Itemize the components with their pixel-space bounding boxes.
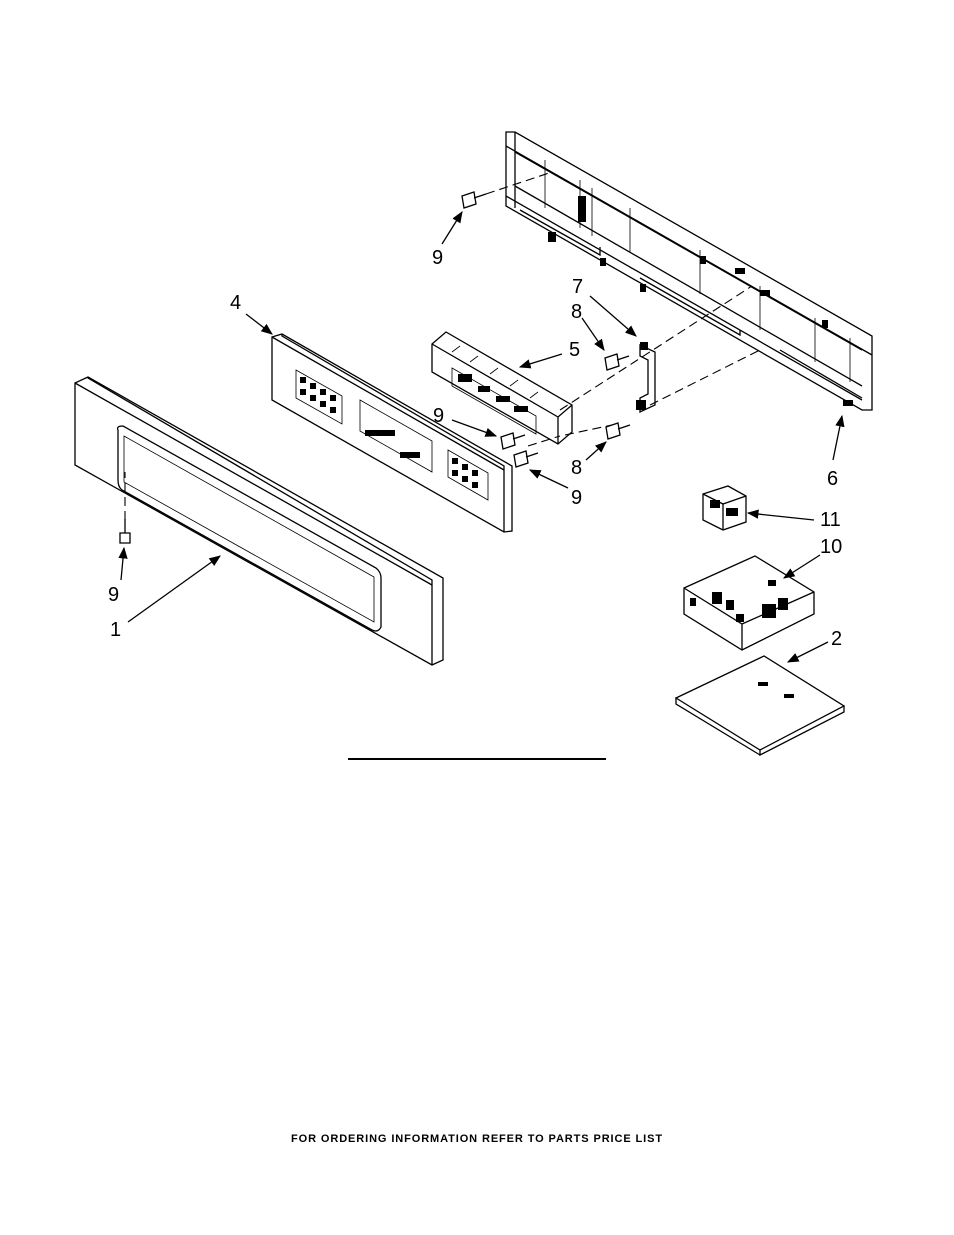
alignment-lines — [124, 171, 761, 520]
screw-8-low — [605, 422, 631, 440]
screw-9-top — [461, 191, 487, 209]
callout-5: 5 — [569, 339, 580, 361]
part-2-cover-plate — [674, 655, 846, 757]
callout-9-left: 9 — [108, 584, 119, 606]
callout-9-mid: 9 — [433, 405, 444, 427]
callout-4: 4 — [230, 292, 241, 314]
screw-9-left — [119, 519, 131, 544]
callout-1: 1 — [110, 619, 121, 641]
part-1-control-panel-trim — [74, 376, 444, 666]
callout-10: 10 — [820, 536, 842, 558]
callout-9-top: 9 — [432, 247, 443, 269]
part-11-sensor — [702, 485, 747, 531]
leader-arrows — [118, 211, 845, 663]
screws — [119, 191, 631, 544]
ordering-info-footer: FOR ORDERING INFORMATION REFER TO PARTS … — [291, 1133, 663, 1145]
callouts: 9 4 7 8 5 9 8 9 6 11 10 9 1 2 — [108, 247, 842, 650]
callout-7: 7 — [572, 276, 583, 298]
callout-8-top: 8 — [571, 301, 582, 323]
part-7-bracket — [636, 342, 656, 414]
part-5-electronic-control — [431, 331, 573, 445]
part-10-relay-board — [683, 555, 815, 651]
screw-9-mid — [500, 432, 526, 450]
screw-9-low — [513, 450, 539, 468]
callout-6: 6 — [827, 468, 838, 490]
screw-8-top — [604, 353, 630, 371]
callout-9-low: 9 — [571, 487, 582, 509]
callout-11: 11 — [820, 509, 841, 531]
part-4-overlay — [271, 333, 513, 533]
callout-8-low: 8 — [571, 457, 582, 479]
callout-2: 2 — [831, 628, 842, 650]
part-6-rear-bracket — [505, 131, 873, 411]
